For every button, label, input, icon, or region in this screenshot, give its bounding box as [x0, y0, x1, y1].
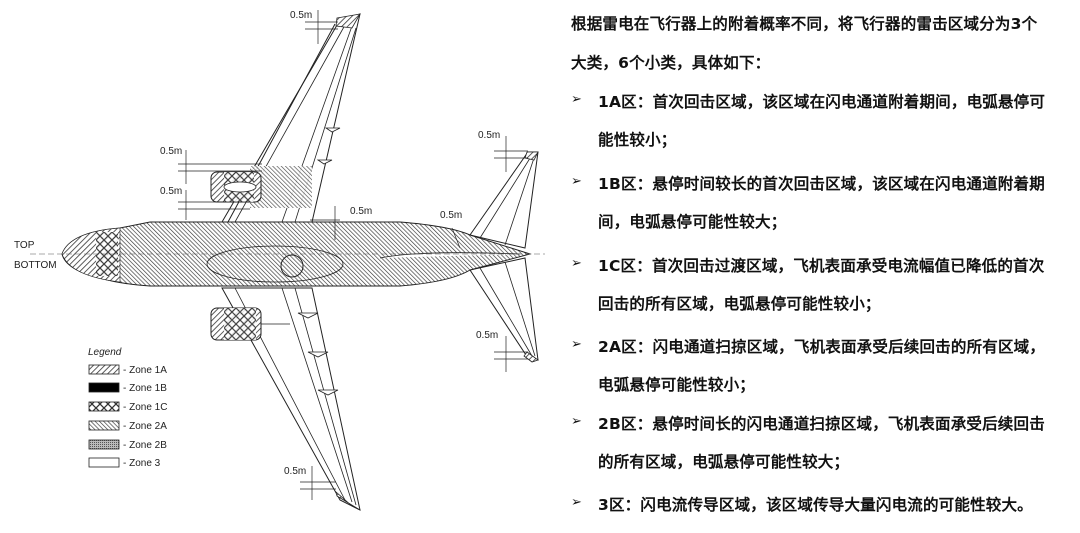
- aircraft-lightning-zone-diagram: TOP BOTTOM 0.5m 0.5m 0.5m 0.5m 0.5m 0.5m…: [14, 10, 545, 511]
- dim-label-engine-bottom: 0.5m: [160, 186, 182, 197]
- zone-1c-line-2: 回击的所有区域，电弧悬停可能性较小；: [598, 295, 881, 313]
- zone-2b-line-2: 的所有区域，电弧悬停可能性较大；: [598, 453, 850, 471]
- lower-engine: [210, 307, 290, 341]
- dimension-markers: 0.5m 0.5m 0.5m 0.5m 0.5m 0.5m 0.5m 0.5m: [160, 10, 528, 500]
- zone-1a-line-1: 1A区：首次回击区域，该区域在闪电通道附着期间，电弧悬停可: [598, 93, 1046, 111]
- legend-swatch-zone-1a: [88, 364, 120, 375]
- legend-swatch-zone-2a: [88, 420, 120, 431]
- upper-engine: [210, 171, 262, 203]
- zone-1c-line-1: 1C区：首次回击过渡区域，飞机表面承受电流幅值已降低的首次: [598, 257, 1045, 275]
- upper-stabilizer: [469, 151, 539, 249]
- dim-label-lower-wingtip: 0.5m: [284, 466, 306, 477]
- legend-label-zone-2a: - Zone 2A: [123, 421, 167, 432]
- legend-label-zone-1b: - Zone 1B: [123, 383, 167, 394]
- legend-title: Legend: [88, 347, 122, 358]
- zone-3-line-1: 3区：闪电流传导区域，该区域传导大量闪电流的可能性较大。: [598, 496, 1033, 514]
- legend-swatch-zone-1b: [88, 382, 120, 393]
- top-view-label: TOP: [14, 240, 35, 251]
- zone-1a-line-2: 能性较小；: [598, 131, 677, 149]
- dim-label-engine-top: 0.5m: [160, 146, 182, 157]
- intro-line-1: 根据雷电在飞行器上的附着概率不同，将飞行器的雷击区域分为3个: [571, 15, 1038, 33]
- legend-swatch-zone-3: [88, 457, 120, 468]
- intro-line-2: 大类，6个小类，具体如下：: [571, 54, 771, 72]
- upper-wing: [221, 13, 361, 223]
- bullet-arrow-icon: ➢: [571, 414, 582, 429]
- zone-2a-line-2: 电弧悬停可能性较小；: [598, 376, 756, 394]
- bottom-view-label: BOTTOM: [14, 260, 57, 271]
- legend-label-zone-3: - Zone 3: [123, 458, 161, 469]
- legend-label-zone-2b: - Zone 2B: [123, 440, 167, 451]
- legend: Legend - Zone 1A - Zone 1B - Zone 1C - Z…: [88, 347, 167, 469]
- bullet-arrow-icon: ➢: [571, 174, 582, 189]
- zone-1b-line-1: 1B区：悬停时间较长的首次回击区域，该区域在闪电通道附着期: [598, 175, 1045, 193]
- fuselage: [30, 221, 545, 287]
- zone-2b-line-1: 2B区：悬停时间长的闪电通道扫掠区域，飞机表面承受后续回击: [598, 415, 1045, 433]
- dim-label-lower-stabilizer: 0.5m: [476, 330, 498, 341]
- bullet-arrow-icon: ➢: [571, 495, 582, 510]
- zone-1b-line-2: 间，电弧悬停可能性较大；: [598, 213, 787, 231]
- dim-label-upper-wingtip: 0.5m: [290, 10, 312, 21]
- bullet-arrow-icon: ➢: [571, 337, 582, 352]
- legend-label-zone-1c: - Zone 1C: [123, 402, 167, 413]
- legend-label-zone-1a: - Zone 1A: [123, 365, 167, 376]
- legend-swatch-zone-2b: [88, 439, 120, 450]
- lower-wing: [221, 287, 361, 511]
- bullet-arrow-icon: ➢: [571, 256, 582, 271]
- legend-swatch-zone-1c: [88, 401, 120, 412]
- bullet-arrow-icon: ➢: [571, 92, 582, 107]
- dim-label-upper-stabilizer: 0.5m: [478, 130, 500, 141]
- zone-2a-line-1: 2A区：闪电通道扫掠区域，飞机表面承受后续回击的所有区域，: [598, 338, 1046, 356]
- dim-label-fuselage: 0.5m: [350, 206, 372, 217]
- dim-label-tailcone: 0.5m: [440, 210, 462, 221]
- lower-stabilizer: [469, 257, 539, 363]
